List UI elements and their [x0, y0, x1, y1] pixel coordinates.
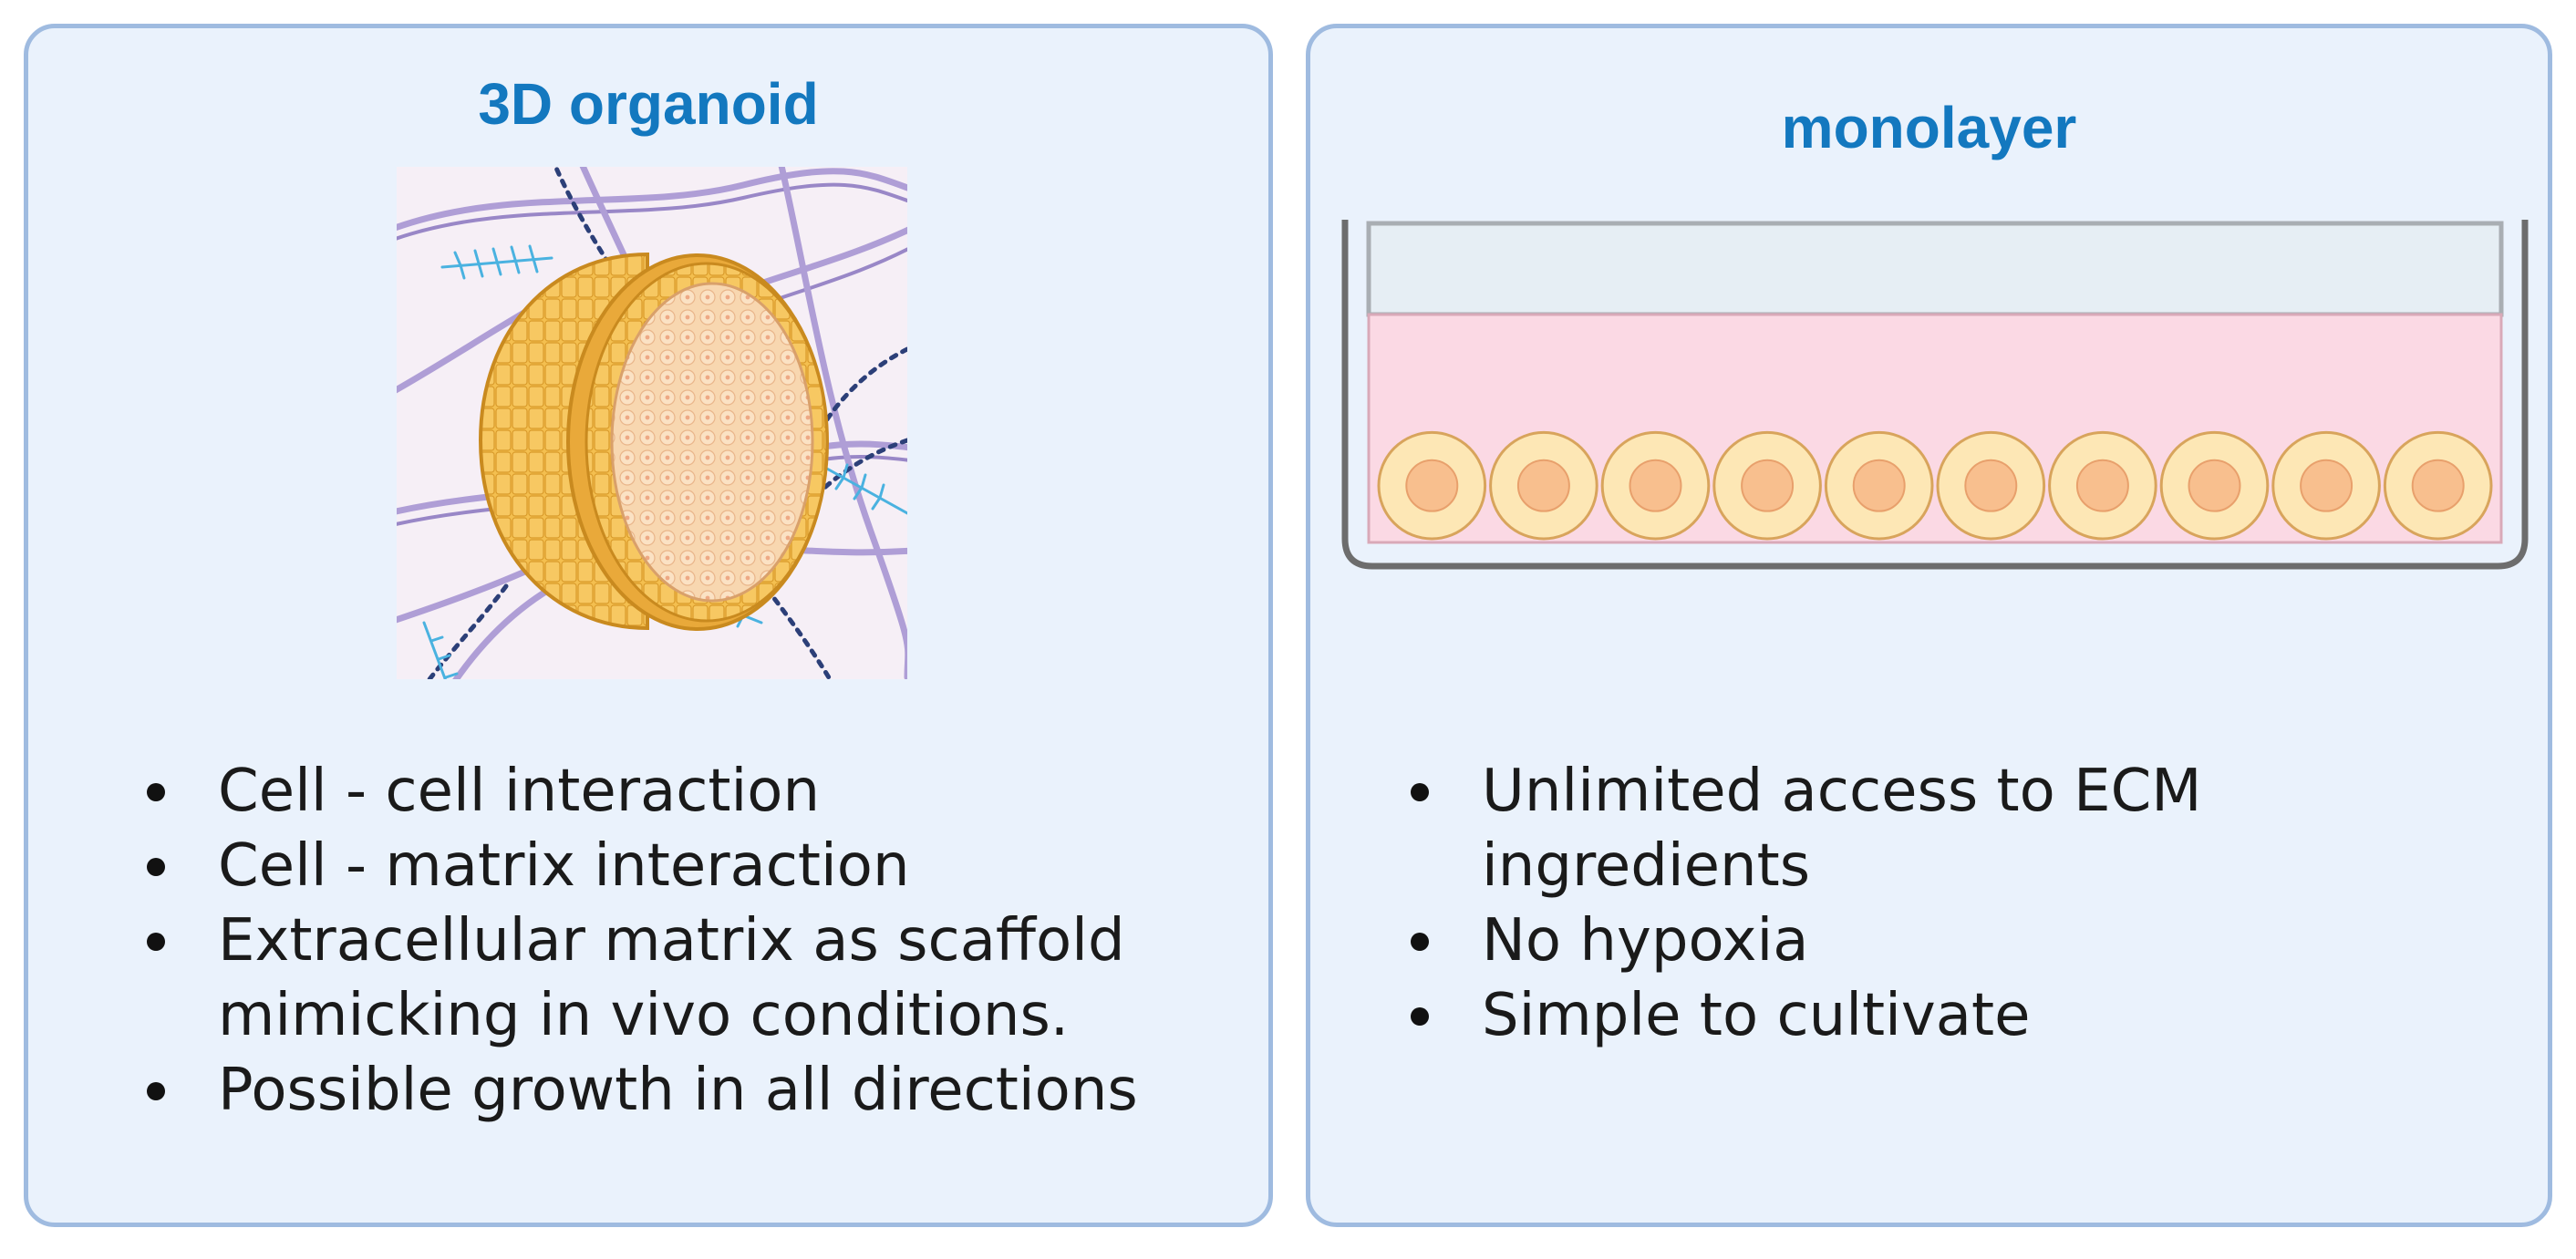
cell — [1712, 430, 1822, 541]
list-item: Unlimited access to ECM ingredients — [1387, 754, 2545, 903]
list-item: Possible growth in all directions — [123, 1053, 1263, 1128]
cell — [2159, 430, 2270, 541]
cell — [2271, 430, 2381, 541]
cell — [1936, 430, 2046, 541]
cell — [2383, 430, 2493, 541]
list-item: No hypoxia — [1387, 903, 2545, 978]
culture-dish-icon — [1341, 220, 2529, 570]
cell — [1489, 430, 1598, 541]
organoid-panel: 3D organoid — [24, 24, 1273, 1227]
monolayer-panel: monolayer Unlimited access to ECM ingred… — [1306, 24, 2552, 1227]
list-item: Cell - cell interaction — [123, 754, 1263, 829]
organoid-title: 3D organoid — [478, 71, 819, 137]
organoid-features-list: Cell - cell interaction Cell - matrix in… — [123, 754, 1263, 1128]
list-item: Simple to cultivate — [1387, 978, 2545, 1053]
cell — [2048, 430, 2157, 541]
list-item: Cell - matrix interaction — [123, 829, 1263, 903]
monolayer-features-list: Unlimited access to ECM ingredients No h… — [1387, 754, 2545, 1053]
cell — [1377, 430, 1487, 541]
cell — [1600, 430, 1711, 541]
organoid-sphere-cutaway-icon — [397, 167, 907, 679]
cell — [1824, 430, 1934, 541]
list-item: Extracellular matrix as scaffold mimicki… — [123, 903, 1263, 1053]
monolayer-title: monolayer — [1781, 95, 2077, 160]
cell-monolayer — [1377, 430, 2493, 541]
